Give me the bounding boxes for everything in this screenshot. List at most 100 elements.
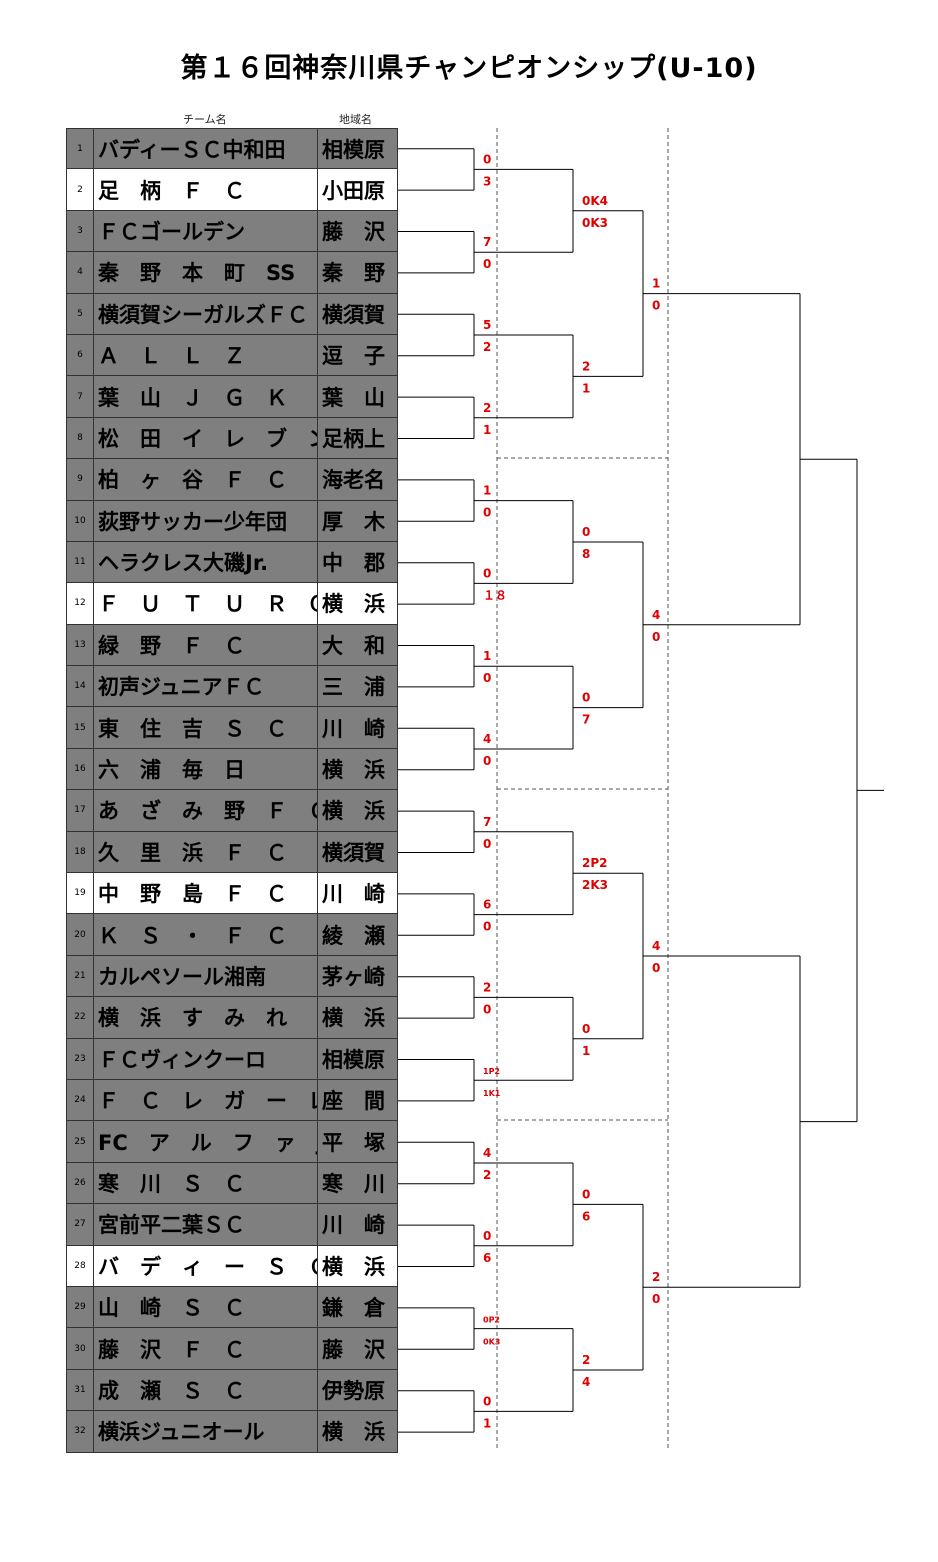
team-name: 横 浜 す み れ [94, 997, 318, 1038]
match-score-top: 7 [483, 815, 491, 829]
match-score-top: 4 [483, 732, 491, 746]
seed-number: 1 [66, 129, 94, 169]
match-score-top: 0 [582, 691, 590, 705]
match-score-top: 0 [483, 566, 491, 580]
match-score-bottom: 3 [483, 174, 491, 188]
seed-number: 21 [66, 955, 94, 997]
seed-number: 10 [66, 500, 94, 541]
team-region: 相模原 [318, 1038, 398, 1079]
match-score-bottom: 0 [652, 299, 660, 313]
team-region: 横 浜 [318, 997, 398, 1038]
match-score-bottom: 1 [483, 1416, 491, 1430]
team-region: 横須賀 [318, 293, 398, 334]
team-name: カルペソール湘南 [94, 955, 318, 997]
team-region: 相模原 [318, 129, 398, 169]
team-name: Ｋ Ｓ ・ Ｆ Ｃ [94, 914, 318, 955]
match-score-bottom: 2 [483, 1168, 491, 1182]
match-score-bottom: 0 [652, 1292, 660, 1306]
team-name: 柏 ヶ 谷 Ｆ Ｃ [94, 459, 318, 500]
team-region: 綾 瀬 [318, 914, 398, 955]
team-region: 茅ヶ崎 [318, 955, 398, 997]
team-name: バ デ ィ ー Ｓ Ｃ [94, 1245, 318, 1286]
team-name: 寒 川 Ｓ Ｃ [94, 1162, 318, 1204]
match-score-top: 1 [483, 484, 491, 498]
team-region: 中 郡 [318, 541, 398, 583]
seed-number: 7 [66, 376, 94, 417]
match-score-bottom: 1 [582, 381, 590, 395]
match-score-bottom: 1K1 [483, 1089, 501, 1098]
team-column-header: チーム名 [183, 113, 227, 126]
team-region: 小田原 [318, 169, 398, 210]
seed-number: 27 [66, 1204, 94, 1245]
match-score-bottom: 0K3 [483, 1338, 500, 1347]
team-name: 松 田 イ レ ブ ン [94, 417, 318, 459]
seed-number: 17 [66, 790, 94, 831]
team-region: 大 和 [318, 624, 398, 666]
seed-number: 6 [66, 334, 94, 376]
team-region: 川 崎 [318, 1204, 398, 1245]
match-score-bottom: 1 [483, 423, 491, 437]
match-score-top: 4 [652, 939, 660, 953]
match-score-bottom: 6 [483, 1251, 491, 1265]
seed-number: 14 [66, 666, 94, 707]
seed-number: 13 [66, 624, 94, 666]
team-region: 横 浜 [318, 583, 398, 624]
seed-number: 25 [66, 1121, 94, 1162]
team-region: 厚 木 [318, 500, 398, 541]
match-score-bottom: 0 [483, 754, 491, 768]
team-region: 海老名 [318, 459, 398, 500]
team-name: 足 柄 Ｆ Ｃ [94, 169, 318, 210]
match-score-top: 0 [483, 1394, 491, 1408]
match-score-top: 0 [483, 1229, 491, 1243]
team-name: 藤 沢 Ｆ Ｃ [94, 1328, 318, 1369]
team-region: 川 崎 [318, 873, 398, 914]
team-region: 鎌 倉 [318, 1286, 398, 1328]
match-score-top: 4 [483, 1146, 491, 1160]
match-score-top: 1P2 [483, 1067, 500, 1076]
match-score-bottom: 1 [582, 1044, 590, 1058]
match-score-bottom: 0 [483, 1002, 491, 1016]
match-score-bottom: 7 [582, 713, 590, 727]
seed-number: 4 [66, 252, 94, 293]
match-score-top: 0 [483, 152, 491, 166]
team-name: Ｆ Ｕ Ｔ Ｕ Ｒ Ｏ [94, 583, 318, 624]
seed-number: 12 [66, 583, 94, 624]
match-score-bottom: 4 [582, 1375, 590, 1389]
match-score-bottom: 0 [483, 920, 491, 934]
match-score-top: 7 [483, 235, 491, 249]
team-name: 秦 野 本 町 SS [94, 252, 318, 293]
seed-number: 18 [66, 831, 94, 873]
match-score-top: 0 [582, 1187, 590, 1201]
match-score-top: 1 [483, 649, 491, 663]
seed-number: 32 [66, 1411, 94, 1452]
team-region: 藤 沢 [318, 210, 398, 252]
team-region: 横須賀 [318, 831, 398, 873]
seed-number: 29 [66, 1286, 94, 1328]
team-name: 荻野サッカー少年団 [94, 500, 318, 541]
team-name: 緑 野 Ｆ Ｃ [94, 624, 318, 666]
match-score-top: 0 [582, 1022, 590, 1036]
match-score-top: 2P2 [582, 856, 608, 870]
team-region: 座 間 [318, 1079, 398, 1121]
team-region: 足柄上 [318, 417, 398, 459]
team-name: ヘラクレス大磯Jr. [94, 541, 318, 583]
match-score-bottom: 2K3 [582, 878, 608, 892]
seed-number: 31 [66, 1369, 94, 1411]
